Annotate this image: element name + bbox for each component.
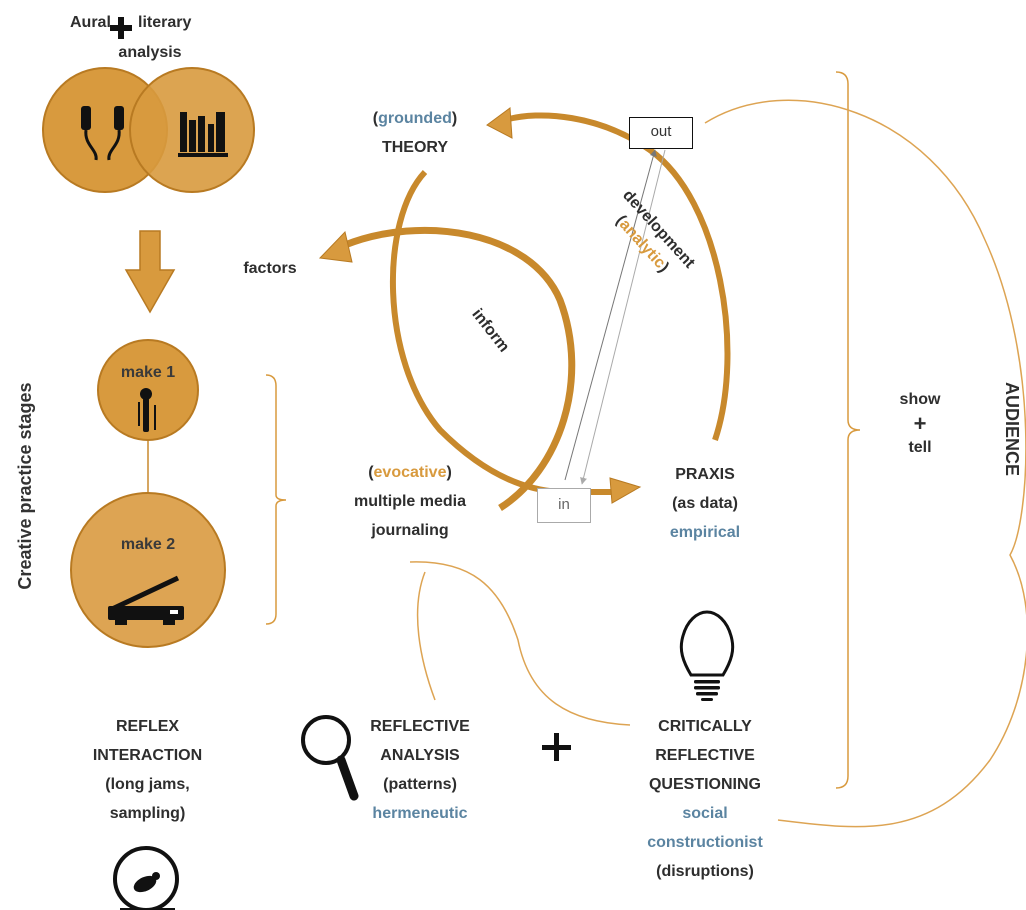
make2-label: make 2 (120, 536, 176, 553)
make1-label: make 1 (120, 364, 176, 381)
show-tell-bracket (835, 71, 861, 789)
theory-label: (grounded) THEORY (372, 110, 458, 156)
development-arrowhead (486, 107, 513, 139)
reflective-link-curve (416, 571, 436, 701)
show-tell-label: show + tell (899, 391, 941, 456)
critical-questioning-label: CRITICALLY REFLECTIVE QUESTIONING social… (647, 718, 763, 880)
lightbulb-icon (679, 610, 735, 701)
journaling-link-curve (409, 561, 631, 726)
journaling-label: (evocative) multiple media journaling (353, 464, 467, 539)
out-box: out (629, 117, 693, 149)
microphone-icon (138, 388, 156, 432)
books-icon (178, 112, 228, 157)
factors-arrowhead (318, 230, 353, 263)
creative-practice-stages-title: Creative practice stages (15, 382, 35, 590)
down-arrow (124, 230, 176, 314)
factors-arc (343, 226, 576, 511)
hamster-wheel-icon (113, 846, 179, 910)
audience-label: AUDIENCE (1002, 381, 1022, 476)
literary-label: literary (138, 14, 192, 31)
earphones-icon (81, 106, 124, 161)
make2-circle (70, 492, 226, 648)
magnifier-icon (301, 715, 359, 801)
inform-arc (389, 169, 561, 495)
reflective-analysis-label: REFLECTIVE ANALYSIS (patterns) hermeneut… (370, 718, 470, 822)
bottom-plus-icon (542, 733, 571, 761)
reflex-interaction-label: REFLEX INTERACTION (long jams, sampling) (92, 718, 203, 822)
plus-icon (110, 17, 132, 39)
scanner-icon (108, 575, 184, 625)
stages-bracket (265, 374, 287, 625)
factors-label: factors (243, 260, 297, 277)
out-to-in-line (580, 149, 666, 485)
inform-arrowhead (609, 477, 642, 504)
in-box: in (537, 488, 591, 523)
praxis-label: PRAXIS (as data) empirical (669, 466, 741, 541)
audience-arc (704, 99, 1026, 828)
development-arrow (504, 112, 731, 441)
aural-label: Aural (70, 14, 111, 31)
analysis-label: analysis (118, 44, 182, 61)
in-to-out-line (564, 149, 657, 481)
